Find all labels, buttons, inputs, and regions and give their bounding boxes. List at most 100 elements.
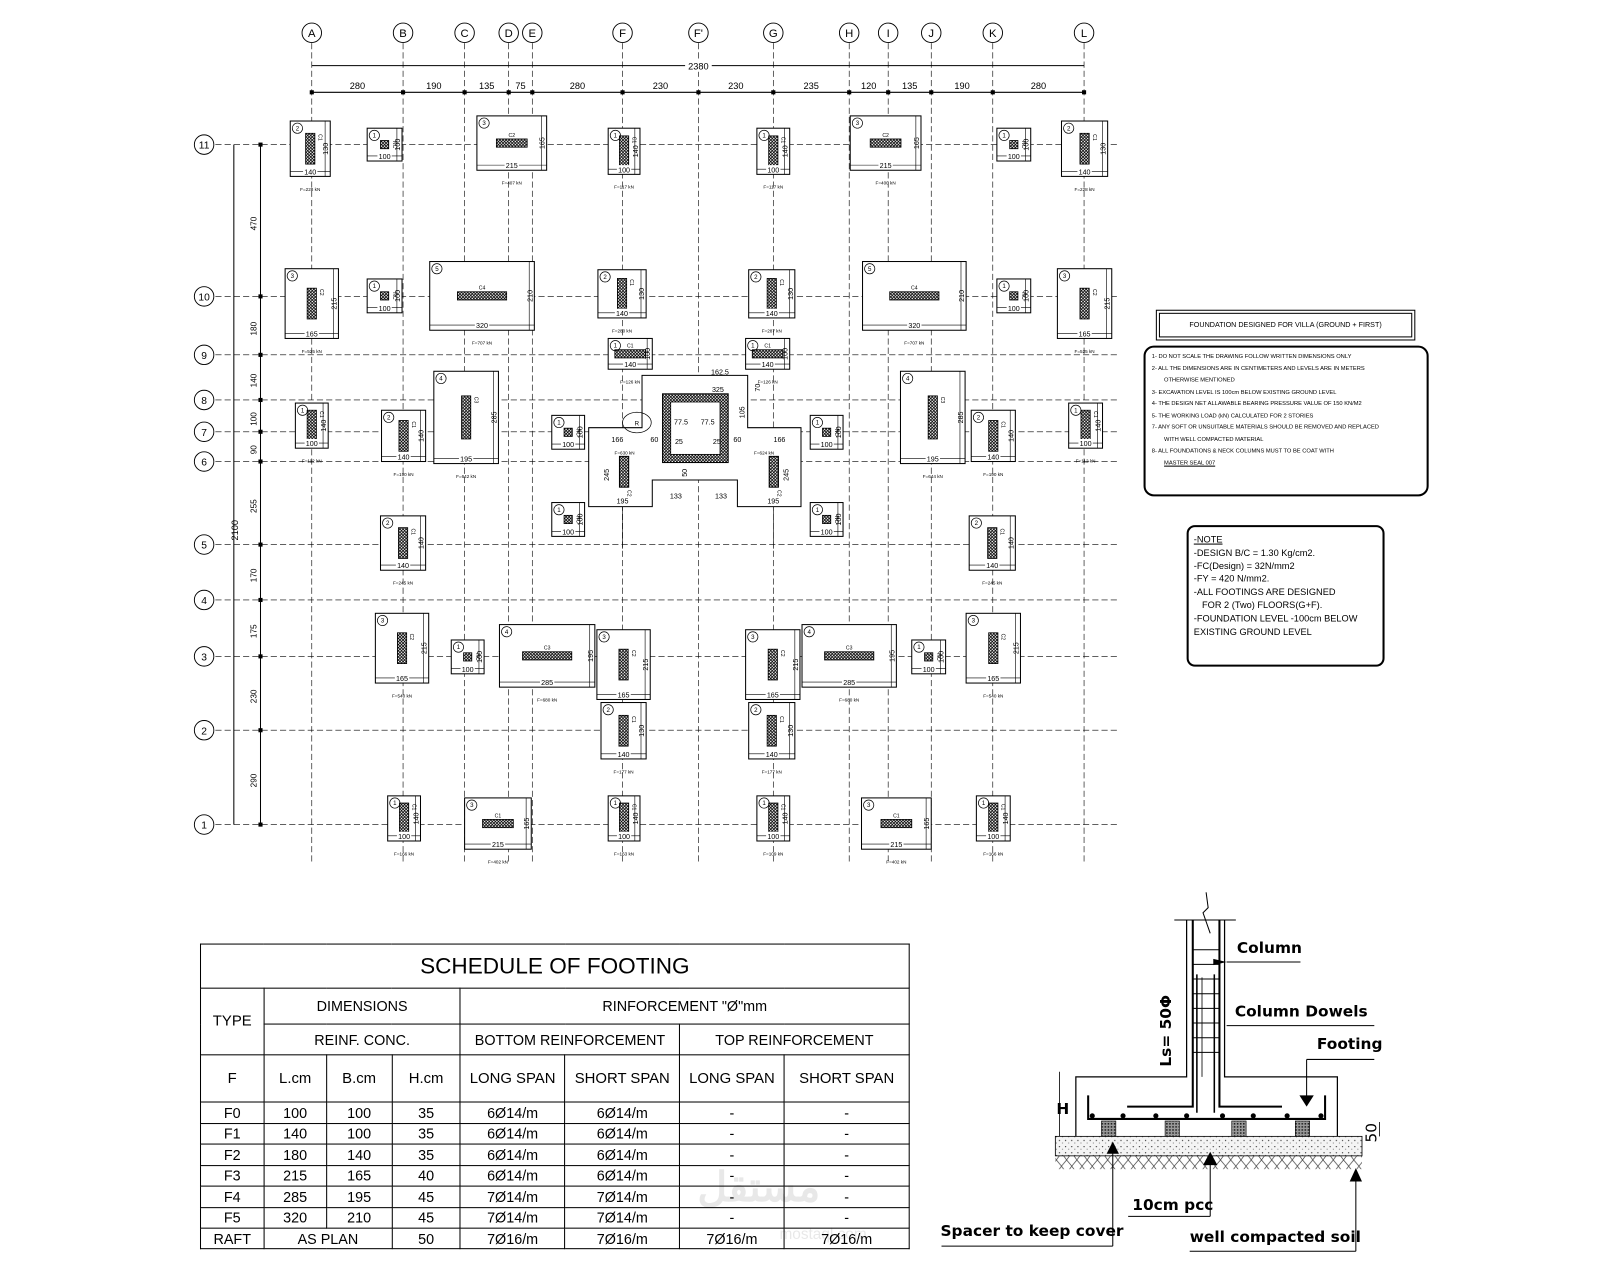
grid-label: 3	[201, 652, 207, 663]
footing-width-dim: 140	[1007, 537, 1015, 549]
dim-bg	[395, 561, 411, 570]
design-note-box: -NOTE -DESIGN B/C = 1.30 Kg/cm2. -FC(Des…	[1186, 525, 1385, 667]
footing-length-dim: 100	[1008, 153, 1020, 161]
cell: 140	[263, 1122, 327, 1145]
grid-label: H	[845, 28, 853, 40]
column-section	[880, 819, 913, 829]
column-section	[988, 632, 999, 664]
footing-load: F=109 kN	[763, 851, 783, 856]
footing-length-dim: 100	[987, 833, 999, 841]
dimension-column-span: 280	[570, 81, 585, 91]
note-line: 8- ALL FOUNDATIONS & NECK COLUMNS MUST T…	[1151, 448, 1334, 455]
footing-type-number: 2	[977, 414, 981, 421]
dim-bg	[985, 561, 1000, 570]
footing-type-marker	[1070, 404, 1082, 416]
column-section	[306, 287, 317, 320]
column-label: NC	[935, 653, 941, 661]
footing-concrete-outline	[1075, 919, 1338, 1137]
footing-length-dim: 100	[306, 440, 318, 448]
dim-tick	[462, 90, 467, 95]
footing-length-dim: 140	[397, 562, 409, 570]
column-label: C1	[495, 813, 502, 819]
grid-bubble	[193, 134, 215, 155]
cell: 7Ø16/m	[783, 1227, 910, 1250]
footing-type-marker	[803, 626, 815, 638]
column-label: C4	[479, 286, 486, 292]
grid-bubble	[193, 389, 215, 411]
column-section	[563, 514, 573, 524]
subheader: LONG SPAN	[459, 1054, 566, 1103]
footing-load: F=407 kN	[502, 181, 522, 186]
cell: 100	[325, 1101, 393, 1124]
footing-length-dim: 140	[766, 310, 778, 318]
dim-bg	[616, 831, 632, 840]
footing-width-dim: 140	[1094, 420, 1102, 432]
spacer-block	[1164, 1120, 1180, 1137]
footing-width-dim: 165	[913, 137, 921, 149]
footing-type-marker	[602, 704, 614, 716]
grid-label: 2	[201, 726, 207, 737]
footing-load: F=228 kN	[300, 187, 320, 192]
grid-bubble	[1073, 22, 1095, 44]
note-line: OTHERWISE MENTIONED	[1164, 377, 1235, 384]
dim-bg	[1077, 329, 1092, 338]
footing-load: F=680 kN	[537, 698, 557, 703]
dim-bg	[561, 439, 576, 449]
dim-bg	[766, 831, 781, 840]
footing-load: F=166 kN	[983, 851, 1003, 856]
footing-length-dim: 140	[624, 361, 636, 369]
grid-label: 9	[201, 351, 207, 362]
arrow-icon	[1349, 1168, 1362, 1182]
spacer-block	[1231, 1120, 1247, 1137]
dim-tick	[258, 294, 263, 299]
dimension-column-span: 135	[902, 81, 917, 91]
footing-type-marker	[758, 129, 770, 141]
footing-length-dim: 140	[616, 310, 628, 318]
dim-tick	[771, 90, 776, 95]
column-label: C3	[544, 646, 551, 652]
column-section	[618, 648, 629, 681]
footing-length-dim: 100	[398, 833, 410, 841]
column-label: C2	[318, 289, 324, 296]
note-line: WITH WELL COMPACTED MATERIAL	[1164, 436, 1264, 443]
dim-bg	[766, 165, 781, 174]
dim-bg	[616, 749, 631, 758]
dimension-row-span: 140	[249, 373, 258, 387]
footing-type-number: 2	[603, 274, 607, 281]
leader-line	[1189, 1179, 1357, 1252]
column-section	[618, 714, 629, 747]
column-section	[924, 652, 934, 662]
grid-bubble	[193, 646, 215, 667]
cell: 45	[391, 1206, 461, 1229]
footing-load: F=680 kN	[839, 698, 859, 703]
grid-label: 6	[201, 458, 207, 469]
grid-bubble	[877, 22, 899, 44]
footing-type-marker	[291, 122, 303, 134]
footing-type-number: 1	[373, 132, 377, 139]
dimension-column-span: 120	[861, 81, 876, 91]
cell: AS PLAN	[263, 1227, 393, 1250]
footing-type-number: 3	[1063, 273, 1067, 280]
footing-width-dim: 100	[1023, 290, 1031, 302]
footing-width-dim: 140	[782, 145, 790, 157]
footing-width-dim: 100	[394, 290, 402, 302]
column-section	[398, 527, 409, 559]
footing-type-number: 3	[867, 802, 871, 809]
dim-bg	[842, 677, 857, 687]
grid-label: D	[505, 28, 513, 40]
footing-type-marker	[286, 270, 298, 282]
dimension-row-span: 290	[249, 773, 258, 787]
footing-type-number: 3	[972, 618, 976, 625]
cell: 165	[325, 1164, 393, 1187]
